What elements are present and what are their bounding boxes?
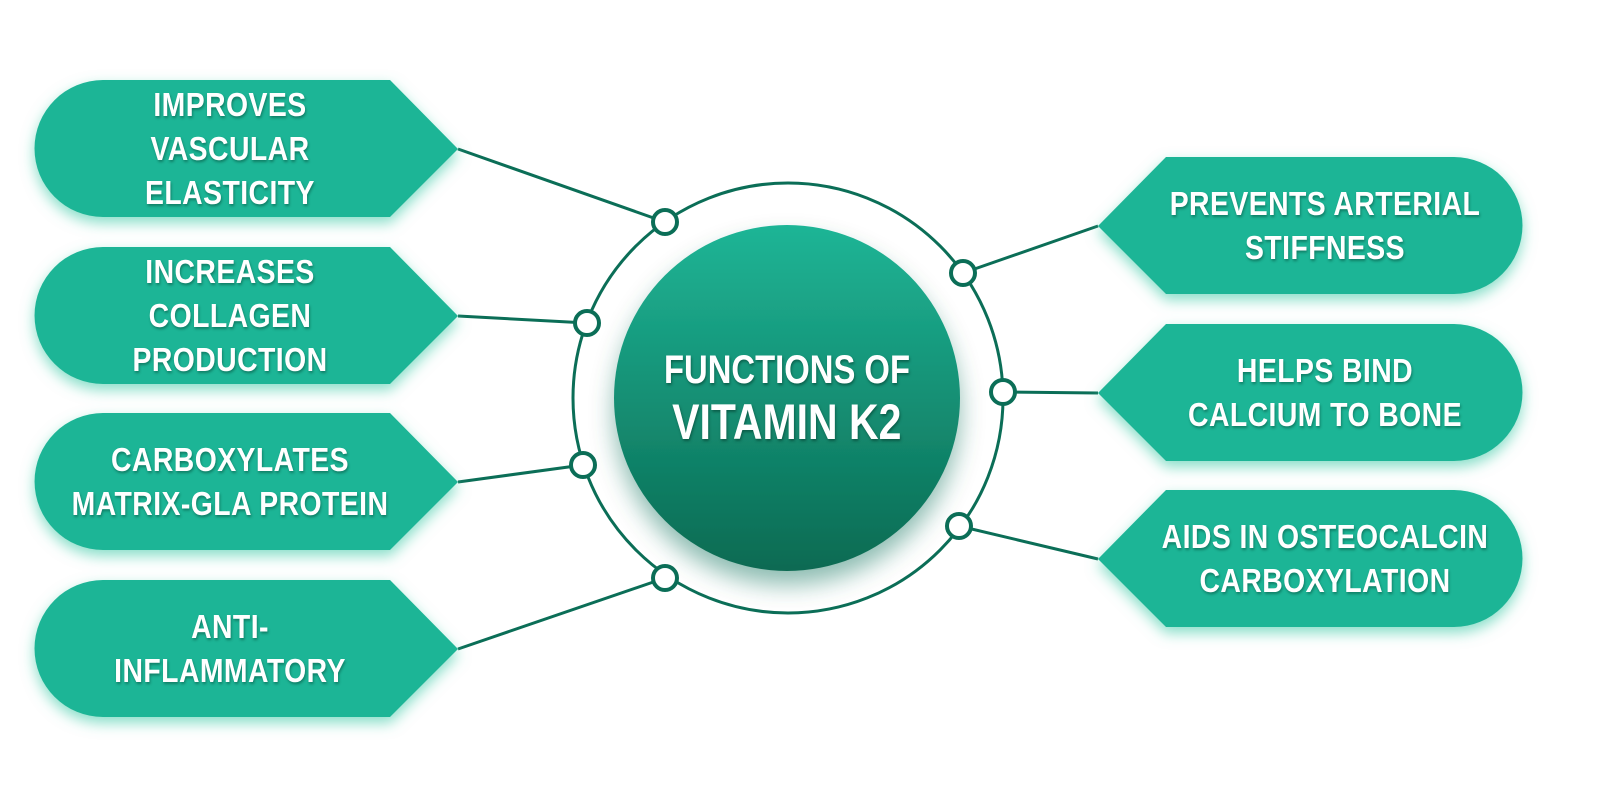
callout-line: IMPROVES [153, 85, 307, 123]
center-title: FUNCTIONS OF VITAMIN K2 [614, 225, 960, 571]
center-disc [614, 225, 960, 571]
callout-line: INFLAMMATORY [114, 651, 346, 689]
callout-helps-bind-calcium-to-bone: HELPS BIND CALCIUM TO BONE [1162, 324, 1489, 461]
callout-line: ANTI- [191, 607, 269, 645]
callout-line: MATRIX-GLA PROTEIN [71, 484, 389, 522]
callout-line: INCREASES COLLAGEN [145, 252, 315, 334]
callout-line: CARBOXYLATES [110, 440, 350, 478]
callout-line: AIDS IN OSTEOCALCIN [1161, 517, 1489, 555]
callout-prevents-arterial-stiffness: PREVENTS ARTERIAL STIFFNESS [1162, 157, 1489, 294]
callout-line: STIFFNESS [1245, 228, 1405, 266]
connector-lines [457, 147, 1099, 651]
callout-anti-inflammatory: ANTI- INFLAMMATORY [67, 580, 394, 717]
center-title-line1: FUNCTIONS OF [663, 348, 910, 392]
callout-line: VASCULAR ELASTICITY [145, 129, 315, 211]
callout-line: HELPS BIND [1236, 351, 1414, 389]
callout-line: CARBOXYLATION [1199, 561, 1451, 599]
ring-nodes [569, 208, 1017, 592]
left-callout-shapes [34, 80, 458, 717]
callout-increases-collagen-production: INCREASES COLLAGEN PRODUCTION [67, 247, 394, 384]
callout-line: CALCIUM TO BONE [1188, 395, 1462, 433]
callout-line: PRODUCTION [132, 340, 328, 378]
callout-carboxylates-matrix-gla-protein: CARBOXYLATES MATRIX-GLA PROTEIN [67, 413, 394, 550]
callout-line: PREVENTS ARTERIAL [1169, 184, 1481, 222]
callout-aids-in-osteocalcin-carboxylation: AIDS IN OSTEOCALCIN CARBOXYLATION [1162, 490, 1489, 627]
center-title-line2: VITAMIN K2 [672, 394, 902, 450]
right-callout-shapes [1098, 157, 1523, 627]
callout-improves-vascular-elasticity: IMPROVES VASCULAR ELASTICITY [67, 80, 394, 217]
